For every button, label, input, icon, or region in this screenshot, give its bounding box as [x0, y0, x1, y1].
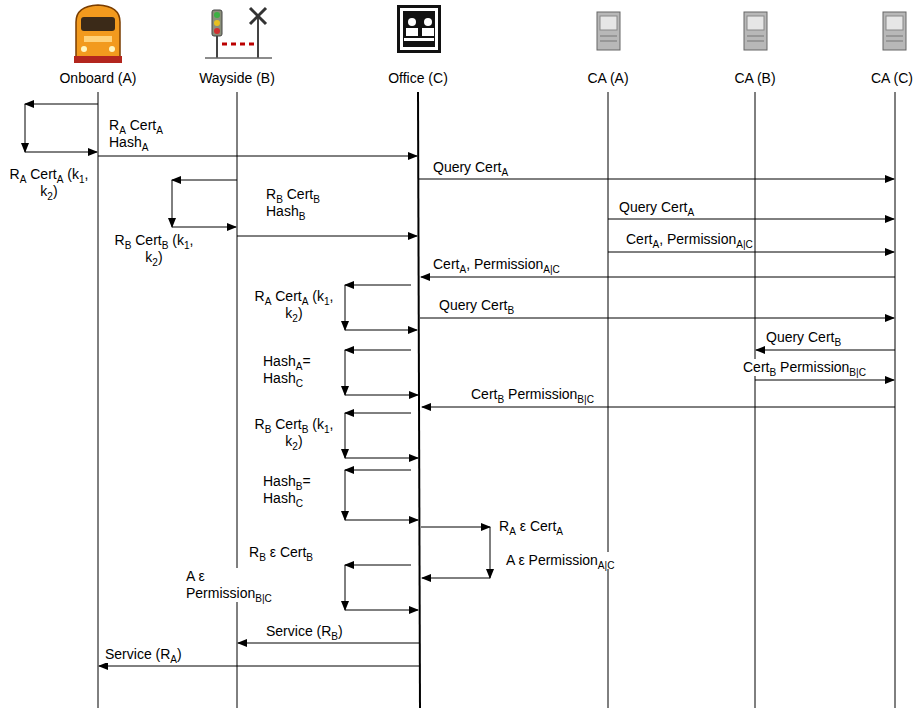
message-label: A ε PermissionA|C: [505, 552, 617, 569]
actor-label: CA (A): [586, 70, 629, 87]
message-label: Query CertB: [438, 297, 515, 314]
message-label: RA CertA HashA: [108, 117, 185, 151]
server-icon: [597, 12, 620, 50]
message-label: HashA= HashC: [262, 353, 334, 387]
message-label: RB CertB (k1, k2): [112, 232, 196, 266]
message-label: Query CertA: [432, 159, 509, 176]
signal-icon: [205, 8, 272, 58]
server-icon: [883, 12, 906, 50]
actor-label: CA (C): [870, 70, 914, 87]
message-label: RA ε CertA: [498, 518, 564, 535]
actor-label: Wayside (B): [198, 70, 276, 87]
actor-label: Office (C): [387, 70, 449, 87]
message-label: RB ε CertB: [248, 544, 314, 561]
message-label: CertB PermissionB|C: [742, 359, 867, 376]
message-label: Query CertB: [765, 329, 842, 346]
train-icon: [74, 5, 122, 63]
message-label: RB CertB (k1, k2): [252, 416, 336, 450]
lifeline: [98, 92, 895, 708]
message-label: RB CertB HashB: [265, 186, 342, 220]
actor-label: Onboard (A): [58, 70, 137, 87]
office-icon: [397, 5, 441, 53]
message-label: Service (RB): [265, 623, 344, 640]
message-label: Query CertA: [618, 199, 695, 216]
message-label: HashB= HashC: [262, 473, 334, 507]
message-label: RA CertA (k1, k2): [252, 288, 336, 322]
message-label: RA CertA (k1, k2): [8, 166, 90, 200]
message-label: CertA, PermissionA|C: [432, 256, 561, 273]
message-label: Service (RA): [104, 646, 183, 663]
message-label: CertB PermissionB|C: [470, 386, 595, 403]
message-label: CertA, PermissionA|C: [625, 231, 754, 248]
message-label: A ε PermissionB|C: [185, 568, 287, 602]
server-icon: [744, 12, 767, 50]
message-arrow: [25, 104, 895, 666]
actor-label: CA (B): [733, 70, 776, 87]
